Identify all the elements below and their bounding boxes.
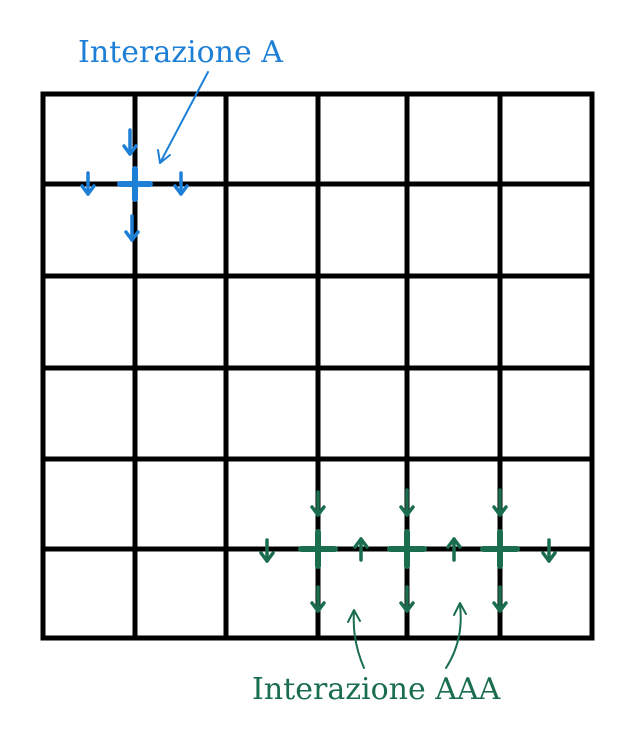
interaction-aaa-label: Interazione AAA	[252, 672, 501, 707]
interaction-aaa-group	[259, 488, 557, 669]
interaction-a-label: Interazione A	[78, 35, 283, 70]
interaction-a-plus-marker	[117, 166, 153, 202]
interaction-a-arrows	[80, 128, 189, 242]
interaction-aaa-arrows	[259, 488, 557, 613]
interaction-a-pointer-arrow	[157, 71, 209, 164]
interaction-aaa-plus-markers	[298, 529, 520, 569]
interaction-aaa-pointer-arrows	[347, 602, 467, 669]
interaction-a-group	[80, 71, 209, 242]
